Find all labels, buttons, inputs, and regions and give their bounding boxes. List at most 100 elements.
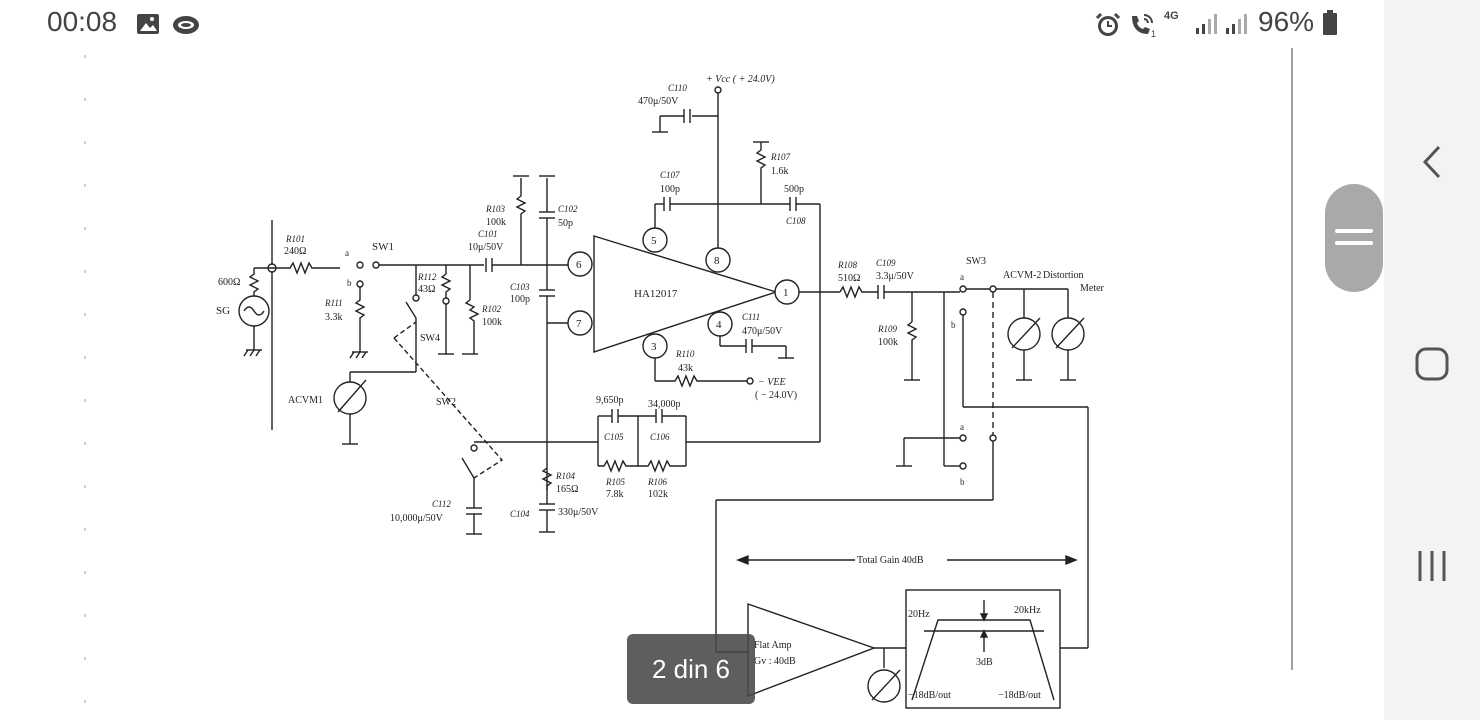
svg-text:C106: C106 bbox=[650, 432, 670, 442]
svg-text:C112: C112 bbox=[432, 499, 451, 509]
svg-text:1: 1 bbox=[783, 287, 789, 299]
status-bar: 00:08 1 4G 96% bbox=[0, 0, 1384, 48]
svg-text:C103: C103 bbox=[510, 282, 530, 292]
svg-text:3dB: 3dB bbox=[976, 657, 993, 668]
source-label: SG bbox=[216, 305, 230, 317]
svg-text:510Ω: 510Ω bbox=[838, 273, 860, 284]
svg-text:100k: 100k bbox=[482, 317, 502, 328]
signal-icon bbox=[1194, 12, 1218, 41]
vee-label: − VEE bbox=[758, 377, 786, 388]
wifi-call-icon: 1 bbox=[1128, 12, 1158, 43]
svg-text:20Hz: 20Hz bbox=[908, 609, 930, 620]
svg-text:R107: R107 bbox=[770, 152, 790, 162]
svg-text:34,000p: 34,000p bbox=[648, 399, 681, 410]
svg-text:C107: C107 bbox=[660, 170, 680, 180]
svg-text:ACVM-2: ACVM-2 bbox=[1003, 270, 1041, 281]
acvm1-label: ACVM1 bbox=[288, 395, 323, 406]
svg-text:100p: 100p bbox=[660, 184, 680, 195]
back-button[interactable] bbox=[1384, 132, 1480, 192]
drag-handle-icon bbox=[1335, 229, 1373, 245]
svg-text:7: 7 bbox=[576, 318, 582, 330]
recent-apps-button[interactable] bbox=[1384, 536, 1480, 596]
source-impedance: 600Ω bbox=[218, 277, 240, 288]
home-icon bbox=[1415, 347, 1449, 381]
svg-text:1: 1 bbox=[1151, 29, 1156, 38]
svg-text:b: b bbox=[347, 278, 352, 288]
network-type: 4G bbox=[1164, 10, 1179, 22]
svg-text:1.6k: 1.6k bbox=[771, 166, 789, 177]
cloud-icon bbox=[171, 12, 201, 41]
alarm-icon bbox=[1094, 12, 1122, 43]
svg-text:R112: R112 bbox=[417, 272, 437, 282]
circuit-schematic: 600Ω SG R101 240Ω a SW1 b R111 3.3k R112… bbox=[84, 48, 1293, 715]
battery-percent: 96% bbox=[1258, 6, 1315, 37]
svg-text:3.3μ/50V: 3.3μ/50V bbox=[876, 271, 915, 282]
total-gain-label: Total Gain 40dB bbox=[857, 555, 924, 566]
svg-text:Distortion: Distortion bbox=[1043, 270, 1084, 281]
svg-text:C101: C101 bbox=[478, 229, 498, 239]
svg-text:( − 24.0V): ( − 24.0V) bbox=[755, 390, 797, 401]
status-time: 00:08 bbox=[47, 6, 118, 37]
sw1-label: SW1 bbox=[372, 241, 394, 253]
home-button[interactable] bbox=[1384, 334, 1480, 394]
svg-text:43Ω: 43Ω bbox=[418, 284, 435, 295]
svg-text:8: 8 bbox=[714, 255, 720, 267]
image-icon bbox=[136, 12, 160, 41]
svg-text:100k: 100k bbox=[486, 217, 506, 228]
vcc-label: + Vcc ( + 24.0V) bbox=[706, 74, 775, 85]
svg-text:a: a bbox=[345, 248, 349, 258]
r101-name: R101 bbox=[285, 234, 305, 244]
navigation-bar bbox=[1384, 0, 1480, 720]
svg-text:3: 3 bbox=[651, 341, 657, 353]
back-icon bbox=[1422, 145, 1441, 179]
svg-text:5: 5 bbox=[651, 235, 657, 247]
svg-text:20kHz: 20kHz bbox=[1014, 605, 1041, 616]
svg-text:R103: R103 bbox=[485, 204, 505, 214]
svg-text:10μ/50V: 10μ/50V bbox=[468, 242, 504, 253]
svg-text:43k: 43k bbox=[678, 363, 693, 374]
svg-text:−18dB/out: −18dB/out bbox=[998, 690, 1041, 701]
svg-text:R106: R106 bbox=[647, 477, 667, 487]
svg-text:C102: C102 bbox=[558, 204, 578, 214]
document-page[interactable]: 600Ω SG R101 240Ω a SW1 b R111 3.3k R112… bbox=[0, 48, 1384, 720]
svg-text:R111: R111 bbox=[324, 298, 343, 308]
svg-text:500p: 500p bbox=[784, 184, 804, 195]
svg-text:R105: R105 bbox=[605, 477, 625, 487]
svg-text:6: 6 bbox=[576, 259, 582, 271]
flat-amp-gain: Gv : 40dB bbox=[754, 656, 796, 667]
signal-icon-2 bbox=[1224, 12, 1248, 41]
svg-text:3.3k: 3.3k bbox=[325, 312, 343, 323]
svg-text:100p: 100p bbox=[510, 294, 530, 305]
sw2-label: SW2 bbox=[436, 397, 456, 408]
svg-text:−18dB/out: −18dB/out bbox=[908, 690, 951, 701]
svg-text:165Ω: 165Ω bbox=[556, 484, 578, 495]
svg-text:R110: R110 bbox=[675, 349, 695, 359]
svg-text:330μ/50V: 330μ/50V bbox=[558, 507, 599, 518]
svg-text:4: 4 bbox=[716, 319, 722, 331]
svg-text:a: a bbox=[960, 422, 964, 432]
sw3-label: SW3 bbox=[966, 256, 986, 267]
svg-text:C110: C110 bbox=[668, 83, 687, 93]
svg-text:C109: C109 bbox=[876, 258, 896, 268]
svg-text:R108: R108 bbox=[837, 260, 857, 270]
scroll-handle[interactable] bbox=[1325, 184, 1383, 292]
svg-text:470μ/50V: 470μ/50V bbox=[742, 326, 783, 337]
svg-text:R104: R104 bbox=[555, 471, 575, 481]
page-indicator: 2 din 6 bbox=[627, 634, 755, 704]
svg-text:7.8k: 7.8k bbox=[606, 489, 624, 500]
svg-text:C111: C111 bbox=[742, 312, 760, 322]
flat-amp-title: Flat Amp bbox=[754, 640, 792, 651]
svg-text:102k: 102k bbox=[648, 489, 668, 500]
svg-text:C108: C108 bbox=[786, 216, 806, 226]
svg-text:C104: C104 bbox=[510, 509, 530, 519]
svg-text:R109: R109 bbox=[877, 324, 897, 334]
recent-apps-icon bbox=[1418, 551, 1446, 581]
svg-text:100k: 100k bbox=[878, 337, 898, 348]
svg-text:C105: C105 bbox=[604, 432, 624, 442]
svg-text:9,650p: 9,650p bbox=[596, 395, 624, 406]
svg-text:470μ/50V: 470μ/50V bbox=[638, 96, 679, 107]
battery-icon bbox=[1322, 10, 1338, 41]
svg-text:b: b bbox=[960, 477, 965, 487]
svg-text:R102: R102 bbox=[481, 304, 501, 314]
svg-text:50p: 50p bbox=[558, 218, 573, 229]
